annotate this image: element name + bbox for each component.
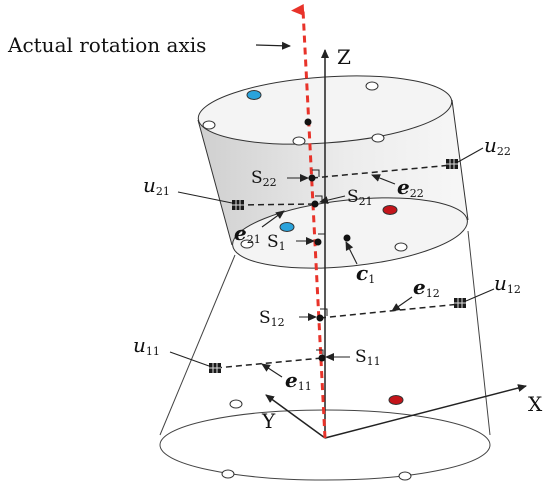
point-top [304, 118, 312, 126]
marker-red-base [388, 395, 404, 405]
pointer-u21 [177, 191, 233, 204]
point-c1 [343, 234, 351, 242]
sensor-u11-icon [209, 363, 221, 373]
sensor-u21-icon [232, 200, 244, 210]
pointer-u11 [169, 351, 210, 367]
marker-blue-top [246, 90, 262, 100]
point-s21 [311, 200, 319, 208]
label-e21: e21 [234, 221, 261, 246]
marker-white-mid-2 [394, 242, 408, 252]
rotation-axis-label: Actual rotation axis [7, 33, 206, 57]
line-e22 [311, 164, 453, 179]
marker-white-top-1 [365, 81, 379, 91]
marker-white-top-2 [202, 120, 216, 130]
rotation-axis-pointer [255, 41, 291, 50]
label-s1: S1 [267, 232, 286, 253]
label-u11: u11 [133, 333, 160, 358]
x-axis-line [324, 384, 527, 439]
upper-cylinder [197, 75, 469, 269]
sensor-labels: u22 u21 u12 u11 [133, 133, 521, 358]
sensor-glyphs [209, 159, 466, 373]
right-angle-s22 [312, 169, 320, 177]
marker-white-base-3 [398, 471, 412, 481]
label-e11: e11 [285, 368, 312, 393]
label-e12: e12 [413, 275, 440, 300]
marker-red-mid [382, 205, 398, 215]
label-s21: S21 [347, 187, 373, 208]
line-e12 [319, 303, 461, 319]
sensor-u12-icon [454, 298, 466, 308]
label-c1: c1 [356, 261, 375, 286]
rim-markers [202, 81, 412, 481]
x-axis-label: X [528, 392, 543, 416]
point-s12 [316, 314, 324, 322]
line-e21 [237, 203, 316, 206]
label-u12: u12 [494, 271, 521, 296]
right-angle-s12 [320, 308, 328, 316]
point-s22 [308, 174, 316, 182]
pointer-e11 [261, 363, 283, 378]
z-axis-label: Z [337, 45, 351, 69]
label-u21: u21 [143, 173, 170, 198]
y-axis-line [265, 394, 326, 439]
marker-white-base-1 [229, 399, 243, 409]
pointer-c1 [345, 241, 358, 265]
actual-rotation-axis: Actual rotation axis [7, 3, 327, 439]
lower-frustum-sides [159, 230, 491, 436]
label-s11: S11 [355, 347, 381, 368]
axis-points [304, 118, 351, 362]
pointer-u22 [457, 147, 484, 163]
label-u22: u22 [484, 133, 511, 158]
y-axis-label: Y [261, 409, 276, 433]
label-e22: e22 [397, 175, 424, 200]
marker-blue-mid [279, 222, 295, 232]
point-labels: S22 S21 S1 S12 S11 [251, 168, 381, 368]
label-pointers [169, 147, 495, 378]
upper-bottom-ellipse [232, 197, 468, 269]
label-s22: S22 [251, 168, 277, 189]
upper-cylinder-sides [197, 99, 469, 246]
line-e11 [215, 357, 323, 369]
vector-labels: e22 e21 e12 e11 c1 [234, 175, 440, 393]
point-s11 [318, 354, 326, 362]
marker-white-mid-1 [240, 239, 254, 249]
right-angle-s1 [318, 233, 326, 241]
pointer-u12 [465, 288, 495, 302]
sensor-lines [215, 164, 461, 369]
pointer-e22 [371, 174, 396, 185]
marker-white-base-2 [221, 469, 235, 479]
sensor-u22-icon [446, 159, 458, 169]
label-s12: S12 [259, 308, 285, 329]
pointer-s21 [319, 195, 346, 205]
coordinate-axes: Z X Y [261, 45, 543, 439]
lower-frustum [159, 230, 491, 481]
point-s1 [314, 238, 322, 246]
pointer-e12 [391, 296, 413, 312]
pointer-e21 [261, 210, 285, 228]
marker-white-top-4 [371, 133, 385, 143]
marker-white-top-3 [292, 136, 306, 146]
